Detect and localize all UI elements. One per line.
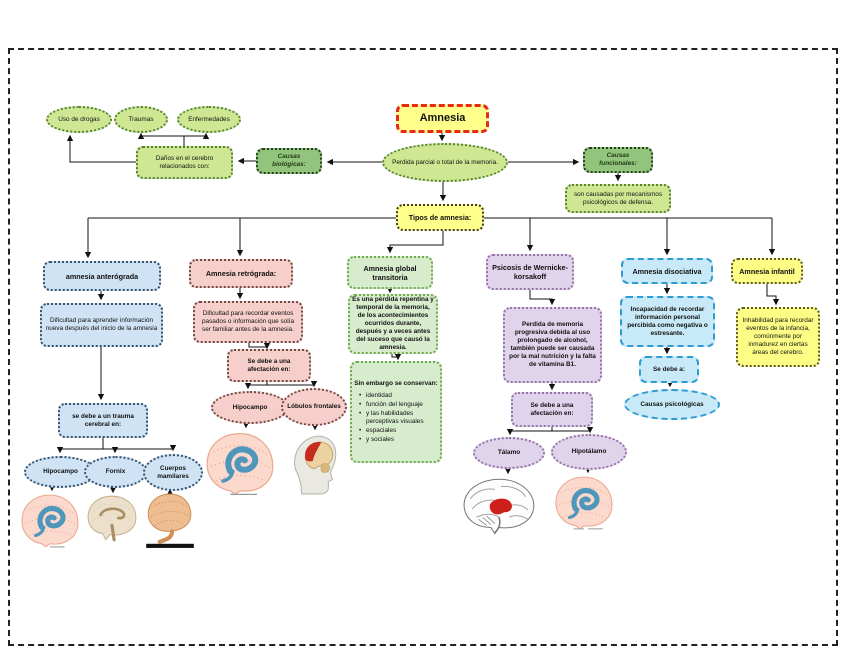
node-talamo: Tálamo (473, 437, 545, 469)
frontal-lobe-head-profile-image (287, 432, 345, 496)
node-hipotalamo: Hipotálamo (551, 434, 627, 470)
node-hipocampo-2: Hipocampo (211, 391, 289, 424)
mammillary-bodies-brain-image (141, 492, 199, 550)
conservan-list: identidad función del lenguaje y las hab… (354, 392, 438, 445)
node-disociativa-descripcion: Incapacidad de recordar información pers… (620, 296, 715, 347)
node-amnesia-root: Amnesia (396, 104, 489, 133)
node-causas-biologicas: Causas biológicas: (256, 148, 322, 174)
node-amnesia-disociativa: Amnesia disociativa (621, 258, 713, 284)
node-perdida-memoria: Perdida parcial o total de la memoria. (382, 143, 508, 182)
node-sin-embargo-conservan: Sin embargo se conservan: identidad func… (350, 361, 442, 463)
node-amnesia-infantil: Amnesia infantil (731, 258, 803, 284)
hippocampus-highlight-brain-image (18, 492, 82, 550)
node-tipos-de-amnesia: Tipos de amnesia: (396, 204, 484, 231)
list-item: espaciales (359, 427, 438, 435)
node-global-descripcion: Es una pérdida repentina y temporal de l… (348, 294, 438, 354)
node-uso-de-drogas: Uso de drogas (46, 106, 112, 133)
list-item: función del lenguaje (359, 401, 438, 409)
node-danos-cerebro: Daños en el cerebro relacionados con: (136, 146, 233, 179)
node-amnesia-retrograda: Amnesia retrógrada: (189, 259, 293, 288)
node-amnesia-global-transitoria: Amnesia global transitoria (347, 256, 433, 289)
node-enfermedades: Enfermedades (177, 106, 241, 133)
node-mecanismos-defensa: son causadas por mecanismos psicológicos… (565, 184, 671, 213)
list-item: y sociales (359, 436, 438, 444)
node-anterograda-descripcion: Dificultad para aprender información nue… (40, 303, 163, 347)
hippocampus-highlight-brain-image (203, 430, 277, 498)
thalamus-sketch-brain-image (458, 476, 540, 538)
node-fornix: Fornix (84, 456, 147, 488)
node-trauma-cerebral: se debe a un trauma cerebral en: (58, 403, 148, 438)
node-hipocampo-1: Hipocampo (24, 456, 97, 488)
node-infantil-descripcion: Inhabilidad para recordar eventos de la … (736, 307, 820, 367)
hypothalamus-highlight-brain-image (551, 474, 617, 532)
node-amnesia-anterograda: amnesia anterógrada (43, 261, 161, 291)
node-retrograda-descripcion: Dificultad para recordar eventos pasados… (193, 301, 303, 343)
node-lobulos-frontales: Lóbulos frontales (281, 388, 347, 426)
page-dashed-border (8, 48, 838, 646)
list-item: y las habilidades perceptivas visuales (359, 410, 438, 426)
node-traumas: Traumas (114, 106, 168, 133)
node-wernicke-descripcion: Perdida de memoria progresiva debida al … (503, 307, 602, 383)
node-causas-psicologicas: Causas psicológicas (624, 389, 720, 420)
node-afectacion-wernicke: Se debe a una afectación en: (511, 392, 593, 427)
node-psicosis-wernicke-korsakoff: Psicosis de Wernicke-korsakoff (486, 254, 574, 290)
node-se-debe-a: Se debe a: (639, 356, 699, 383)
node-afectacion-retrograda: Se debe a una afectación en: (227, 349, 311, 382)
list-item: identidad (359, 392, 438, 400)
conservan-heading: Sin embargo se conservan: (354, 379, 438, 387)
node-cuerpos-mamilares: Cuerpos mamilares (143, 454, 203, 491)
node-causas-funcionales: Causas funcionales: (583, 147, 653, 173)
fornix-sagittal-brain-image (85, 494, 139, 542)
